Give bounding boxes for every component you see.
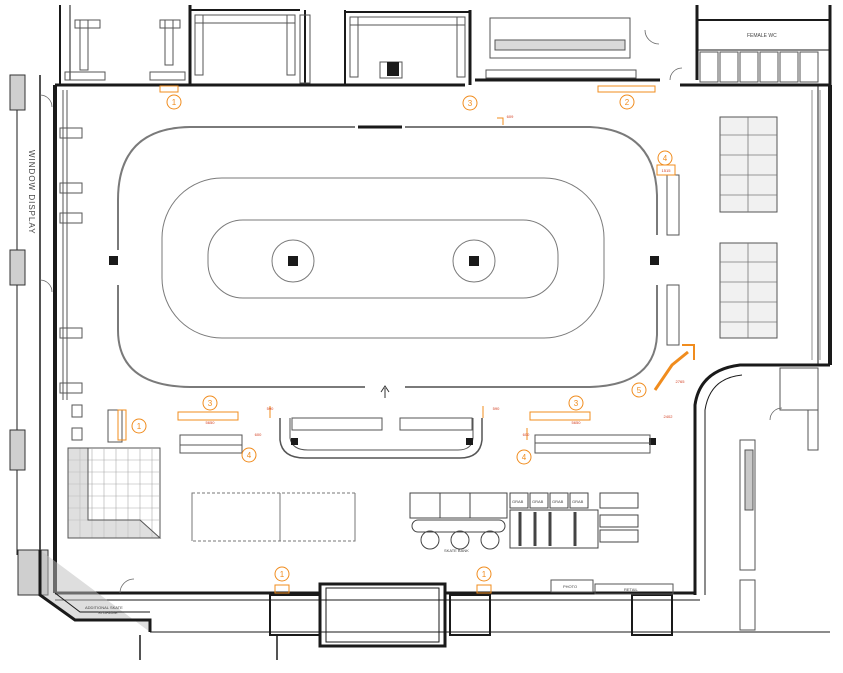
skate-storage-label-1: ADDITIONAL SKATE bbox=[85, 605, 123, 610]
dim-5650: 5650 bbox=[572, 420, 582, 425]
female-wc bbox=[699, 51, 819, 83]
female-wc-label: FEMALE WC bbox=[747, 33, 777, 39]
dimension-labels: 1515 5650 5650 590 590 600 600 2765 2402… bbox=[206, 114, 686, 437]
marker-4-number: 4 bbox=[663, 154, 668, 163]
marker-2-number: 2 bbox=[625, 98, 630, 107]
rink-posts bbox=[109, 256, 659, 266]
marker-1-number: 1 bbox=[482, 570, 487, 579]
dim-590: 590 bbox=[493, 406, 500, 411]
door-swings bbox=[39, 29, 783, 594]
entry-arrow-icon bbox=[380, 385, 390, 398]
window-display-label: WINDOW DISPLAY bbox=[27, 150, 36, 235]
left-shelving bbox=[59, 90, 83, 441]
marker-3-number: 3 bbox=[468, 99, 473, 108]
bottom-left-wall-inner bbox=[54, 592, 150, 613]
dim-1515: 1515 bbox=[662, 168, 672, 173]
benches bbox=[107, 409, 651, 454]
rink-barrier bbox=[117, 126, 658, 388]
orange-markers bbox=[117, 85, 695, 594]
bottom-entrance bbox=[139, 582, 673, 660]
booth-posts bbox=[291, 438, 656, 445]
dim-2402: 2402 bbox=[664, 414, 674, 419]
dim-600: 600 bbox=[255, 432, 262, 437]
grab-label-4: GRAB bbox=[572, 499, 584, 504]
skate-storage-label-2: STORAGE bbox=[98, 610, 118, 615]
marker-4-number: 4 bbox=[247, 451, 252, 460]
center-booth bbox=[279, 417, 483, 459]
marker-3-number: 3 bbox=[208, 399, 213, 408]
marker-numbers: 1 1 1 1 2 3 3 3 4 4 4 5 bbox=[137, 98, 668, 579]
marker-1-number: 1 bbox=[172, 98, 177, 107]
right-racks bbox=[719, 116, 778, 339]
dim-600: 600 bbox=[523, 432, 530, 437]
right-rack-lines bbox=[720, 90, 821, 360]
marker-1-number: 1 bbox=[137, 422, 142, 431]
marker-3-number: 3 bbox=[574, 399, 579, 408]
top-rooms bbox=[64, 14, 637, 84]
bottom-boxes bbox=[550, 579, 674, 595]
retail-label: RETAIL bbox=[624, 587, 638, 592]
dim-2765: 2765 bbox=[676, 379, 686, 384]
dim-590: 590 bbox=[267, 406, 274, 411]
grab-label-3: GRAB bbox=[552, 499, 564, 504]
photo-label: PHOTO bbox=[563, 584, 577, 589]
dim-609: 609 bbox=[507, 114, 514, 119]
grab-label-2: GRAB bbox=[532, 499, 544, 504]
marker-4-number: 4 bbox=[522, 453, 527, 462]
hatched-floor bbox=[67, 447, 162, 539]
marker-5-number: 5 bbox=[637, 386, 642, 395]
right-corridor bbox=[739, 367, 819, 631]
skate-bank bbox=[409, 492, 508, 550]
dark-block bbox=[387, 62, 399, 76]
grab-label-1: GRAB bbox=[512, 499, 524, 504]
grab-units bbox=[509, 492, 639, 549]
marker-1-number: 1 bbox=[280, 570, 285, 579]
dim-5650: 5650 bbox=[206, 420, 216, 425]
dashed-area bbox=[191, 492, 356, 542]
marker-circles bbox=[131, 94, 673, 582]
skate-bank-label: SKATE BANK bbox=[444, 548, 469, 553]
right-bench bbox=[666, 174, 680, 346]
